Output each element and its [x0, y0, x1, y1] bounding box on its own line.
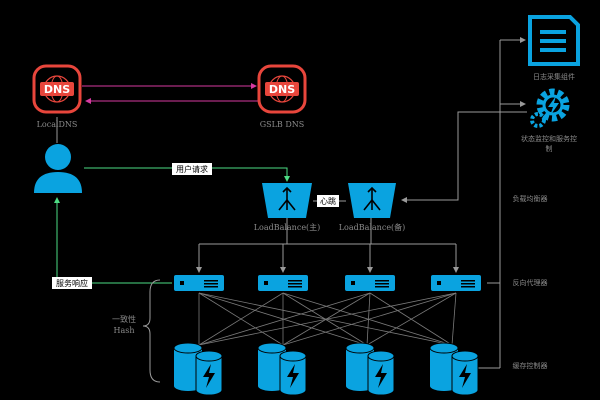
proxy-cache-mesh — [198, 292, 457, 346]
heartbeat-tag-text: 心跳 — [320, 196, 336, 206]
gslb-dns-node: DNS — [257, 64, 307, 114]
reverse-proxy-3 — [345, 275, 395, 291]
cache-server-4 — [429, 342, 479, 396]
gear-icon — [530, 88, 570, 128]
cache-server-3 — [345, 342, 395, 396]
response-tag-text: 服务响应 — [56, 278, 88, 288]
user-icon — [34, 144, 82, 193]
local-dns-label: LocalDNS — [37, 120, 78, 129]
hash-label-2: Hash — [113, 326, 134, 335]
lightning-icon — [287, 364, 299, 388]
user-request-tag: 用户请求 — [172, 163, 212, 175]
local-dns-node: DNS — [32, 64, 82, 114]
lightning-icon — [375, 364, 387, 388]
reverse-proxy-2 — [258, 275, 308, 291]
response-arrow — [54, 197, 172, 284]
status-monitor-label-2: 制 — [546, 144, 553, 153]
load-balancer-main — [262, 183, 312, 218]
lightning-icon — [203, 364, 215, 388]
user-request-arrow — [84, 167, 290, 182]
load-balancer-backup — [348, 183, 396, 218]
response-tag: 服务响应 — [52, 277, 92, 289]
cache-tier-label: 缓存控制器 — [513, 361, 548, 370]
monitor-bus — [401, 37, 527, 369]
gslb-badge-label: DNS — [269, 83, 295, 96]
gslb-dns-label: GSLB DNS — [260, 120, 305, 129]
lightning-icon — [459, 364, 471, 388]
dns-badge — [40, 82, 74, 96]
reverse-proxy-4 — [431, 275, 481, 291]
reverse-proxy-1 — [174, 275, 224, 291]
hash-label-1: 一致性 — [112, 314, 136, 324]
log-document-icon — [528, 15, 580, 66]
status-monitor-label-1: 状态监控和服务控 — [521, 134, 577, 143]
hash-brace — [142, 279, 161, 383]
user-request-tag-text: 用户请求 — [176, 164, 208, 174]
heartbeat-tag: 心跳 — [317, 195, 339, 207]
load-balancer-tier-label: 负载均衡器 — [513, 194, 548, 203]
reverse-proxy-tier-label: 反向代理器 — [513, 278, 548, 287]
cache-server-1 — [173, 342, 223, 396]
lb-main-label: LoadBalance(主) — [254, 222, 321, 232]
cache-server-2 — [257, 342, 307, 396]
lb-backup-label: LoadBalance(备) — [339, 222, 406, 232]
dns-badge-label: DNS — [44, 83, 70, 96]
log-collect-label: 日志采集组件 — [533, 72, 575, 81]
